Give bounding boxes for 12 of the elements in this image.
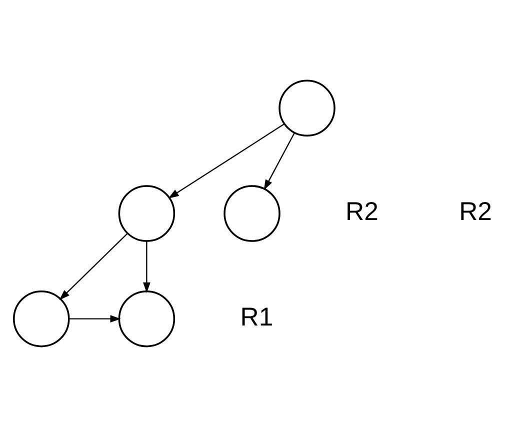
node-circle <box>223 184 280 242</box>
arrow <box>68 314 120 322</box>
arrow <box>142 240 150 292</box>
arrow <box>58 232 128 300</box>
node-circle <box>278 79 335 136</box>
node-circle <box>118 290 175 347</box>
arrow <box>263 132 295 190</box>
node-circle <box>118 184 175 242</box>
label: R1 <box>240 302 273 331</box>
label: R2 <box>345 198 378 226</box>
label: R2 <box>458 198 492 226</box>
arrow <box>168 122 284 198</box>
